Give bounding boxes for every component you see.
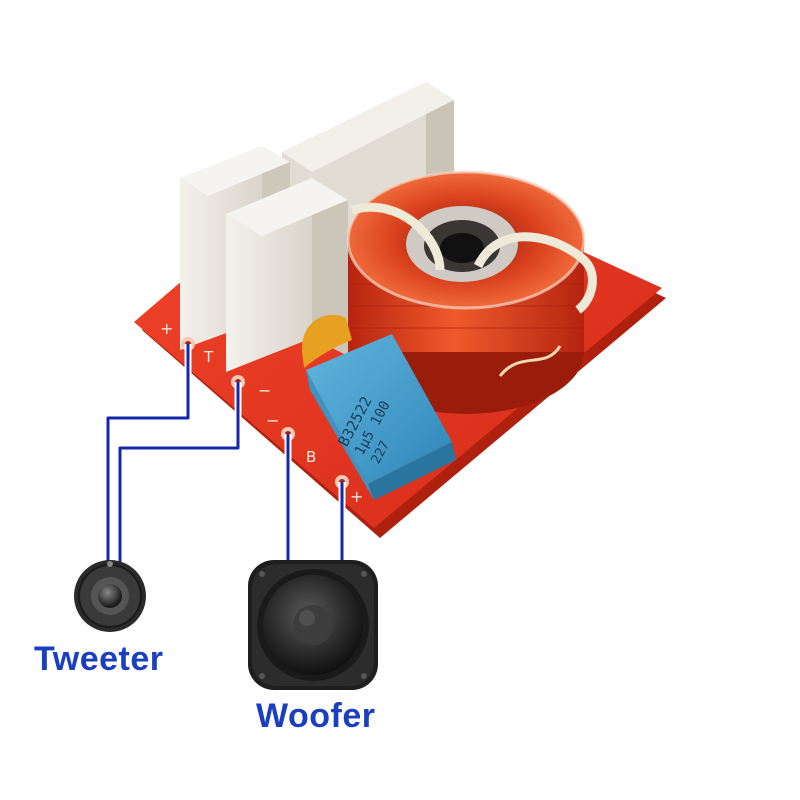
pcb-marking-tweeter-minus: − [258, 381, 271, 400]
tweeter-label: Tweeter [34, 640, 164, 678]
pcb-markings: + T − − B + [160, 319, 363, 506]
connection-wires [104, 344, 346, 564]
woofer-label: Woofer [256, 697, 376, 735]
woofer-speaker-icon [248, 560, 378, 690]
pcb-marking-tweeter-letter: T [203, 348, 214, 366]
tweeter-speaker-icon [74, 560, 146, 632]
pcb-marking-woofer-minus: − [266, 411, 279, 430]
capacitor-blue: B32522 1µ5 100 227 [306, 334, 456, 500]
pcb-marking-woofer-letter: B [306, 448, 316, 466]
capacitor-yellow [301, 314, 352, 368]
resistor-right [226, 178, 348, 372]
wire-tweeter-minus [116, 382, 242, 564]
pcb-marking-tweeter-plus: + [160, 319, 173, 338]
pcb-marking-woofer-plus: + [350, 487, 363, 506]
